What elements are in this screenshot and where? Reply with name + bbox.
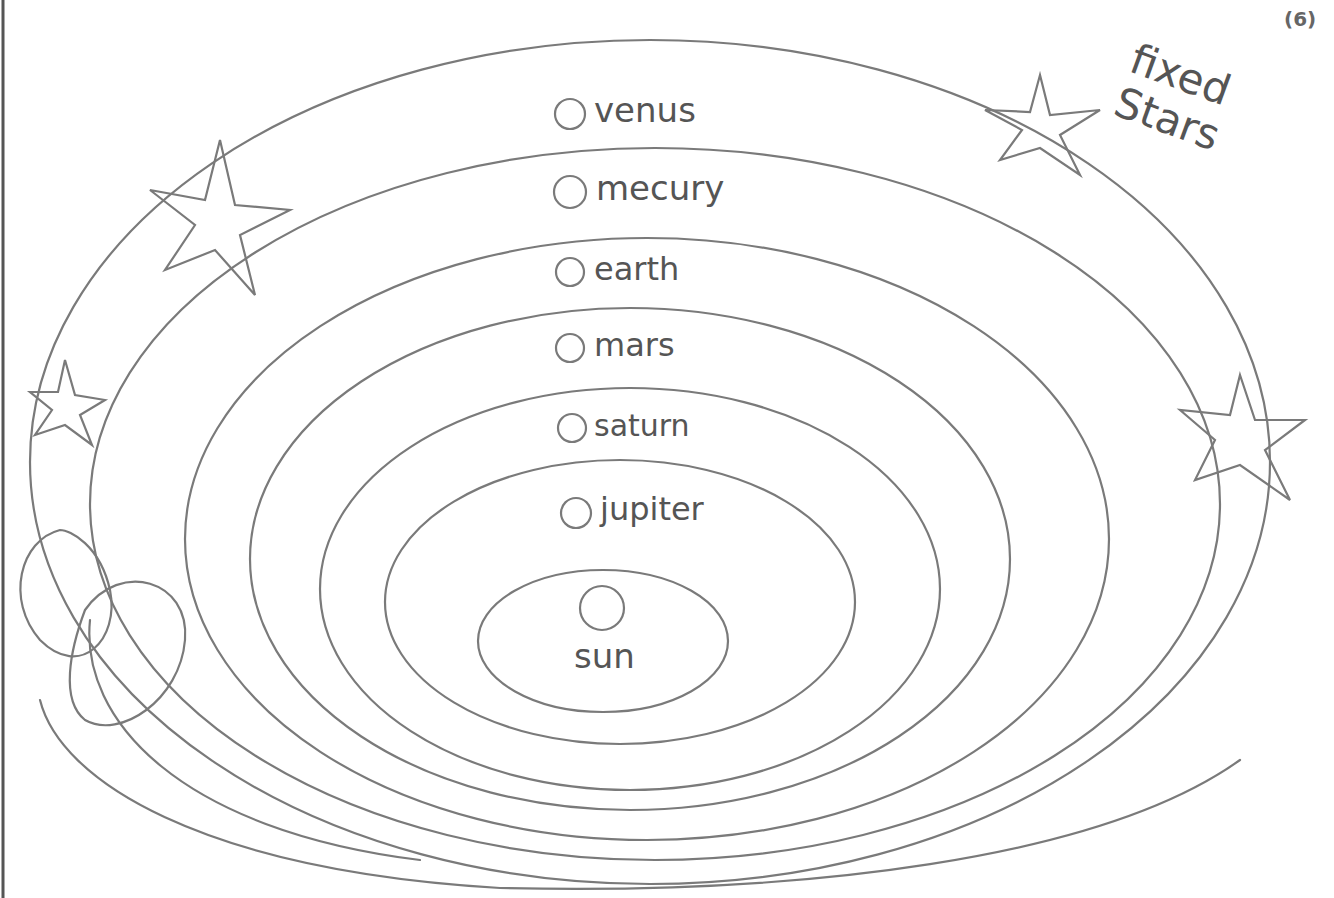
- planet-circle: [555, 99, 585, 129]
- orbit-ring: [385, 460, 855, 744]
- planet-label: venus: [594, 92, 696, 129]
- planet-label: sun: [574, 638, 635, 675]
- scribble-symbol: [70, 582, 185, 726]
- scribble-symbol: [20, 530, 111, 656]
- orbit-scribble: [89, 620, 420, 860]
- planet-label: mars: [594, 328, 675, 363]
- orbit-ring: [185, 238, 1109, 840]
- planet-circle: [556, 258, 584, 286]
- planet-circle: [558, 414, 586, 442]
- planet-label: mecury: [596, 170, 724, 207]
- planet-label: jupiter: [600, 492, 704, 527]
- planet-circle: [556, 334, 584, 362]
- page-edge-line: [2, 0, 5, 898]
- sun-circle: [580, 586, 624, 630]
- orbit-ring: [250, 308, 1010, 810]
- star-symbol: [985, 75, 1100, 175]
- planet-label: saturn: [594, 409, 690, 442]
- planet-circle: [561, 498, 591, 528]
- star-symbol: [150, 140, 290, 295]
- callout-number: (6): [1284, 8, 1316, 30]
- star-symbol: [30, 360, 105, 445]
- fixed-star-sphere: [30, 40, 1270, 884]
- orbit-ring: [478, 570, 728, 712]
- planet-label: earth: [594, 252, 679, 287]
- planet-circle: [554, 176, 586, 208]
- orbit-ring: [320, 388, 940, 790]
- star-symbol: [1180, 375, 1305, 500]
- orbit-scribble: [40, 700, 1240, 889]
- orbit-ring: [90, 148, 1220, 860]
- region-label: fixed Stars: [1108, 36, 1266, 169]
